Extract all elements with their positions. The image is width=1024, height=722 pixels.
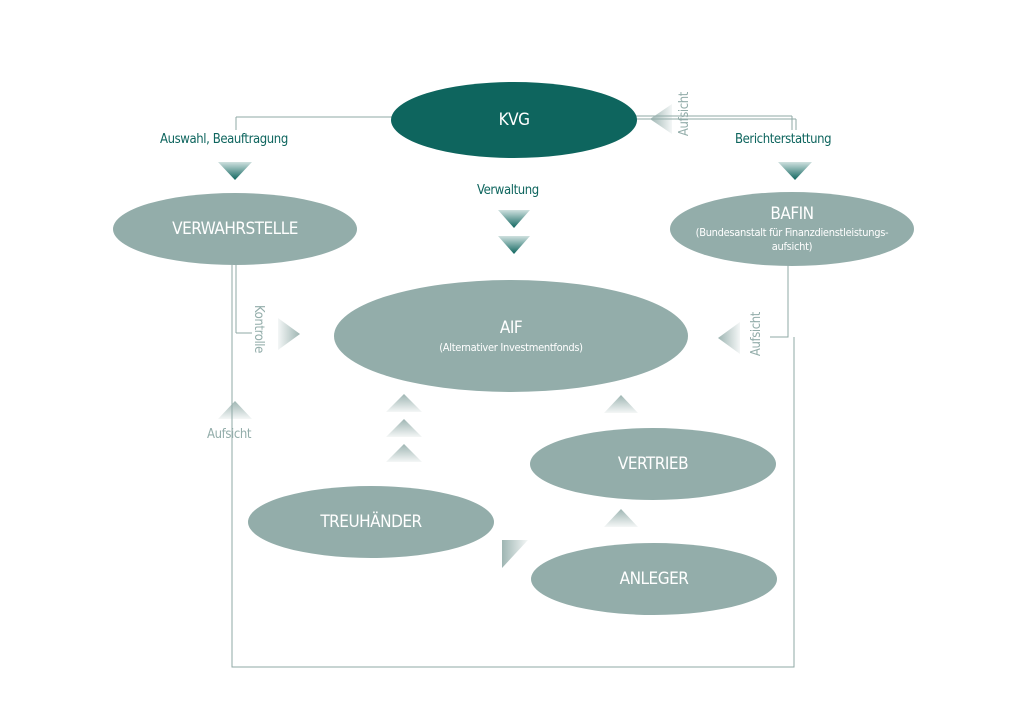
- label-aufsicht-left: Aufsicht: [207, 427, 252, 442]
- node-anleger: ANLEGER: [531, 543, 777, 615]
- node-bafin: BAFIN (Bundesanstalt für Finanzdienstlei…: [670, 192, 914, 266]
- label-kontrolle: Kontrolle: [251, 305, 266, 353]
- node-anleger-label: ANLEGER: [619, 569, 689, 589]
- node-bafin-sub-line2: aufsicht): [771, 240, 813, 253]
- node-kvg-label: KVG: [498, 110, 530, 130]
- arrow-right-kontrolle: [278, 318, 300, 350]
- label-berichterstattung: Berichterstattung: [735, 132, 832, 147]
- arrow-left-aufsicht-kvg: [650, 104, 672, 134]
- arrow-up-aufsicht-left: [218, 401, 252, 419]
- node-aif-sub: (Alternativer Investmentfonds): [439, 340, 583, 354]
- label-aufsicht-kvg: Aufsicht: [677, 92, 692, 137]
- line-kvg-verwahrstelle: [235, 116, 392, 130]
- node-kvg: KVG: [391, 82, 637, 158]
- node-treuhaender-label: TREUHÄNDER: [320, 512, 422, 532]
- arrow-anleger-treuhaender: [502, 540, 528, 568]
- label-aufsicht-bafin-aif: Aufsicht: [749, 312, 764, 357]
- arrow-down-verwaltung-1: [498, 210, 530, 228]
- arrow-up-vertrieb-aif: [604, 395, 638, 413]
- arrow-down-verwaltung-2: [498, 236, 530, 254]
- arrow-up-treuhaender-3: [386, 444, 422, 462]
- node-bafin-sub-line1: (Bundesanstalt für Finanzdienstleistungs…: [695, 226, 889, 239]
- arrow-up-treuhaender-1: [386, 394, 422, 412]
- label-verwaltung: Verwaltung: [477, 183, 539, 198]
- arrow-left-aufsicht-bafin: [718, 322, 740, 354]
- node-vertrieb: VERTRIEB: [530, 428, 776, 500]
- node-aif-label: AIF: [499, 317, 523, 338]
- node-verwahrstelle: VERWAHRSTELLE: [113, 193, 357, 265]
- node-bafin-label: BAFIN: [770, 204, 814, 224]
- node-verwahrstelle-label: VERWAHRSTELLE: [172, 219, 298, 239]
- arrow-up-anleger-vertrieb: [604, 509, 638, 527]
- line-bafin-aif: [770, 265, 789, 338]
- arrow-up-treuhaender-2: [386, 419, 422, 437]
- node-treuhaender: TREUHÄNDER: [248, 486, 494, 558]
- arrow-down-berichterstattung: [778, 162, 812, 180]
- node-aif: AIF (Alternativer Investmentfonds): [334, 280, 688, 392]
- node-vertrieb-label: VERTRIEB: [617, 454, 689, 474]
- line-verwahrstelle-frame: [231, 265, 795, 668]
- arrow-down-auswahl: [218, 162, 252, 180]
- label-auswahl-beauftragung: Auswahl, Beauftragung: [160, 132, 288, 147]
